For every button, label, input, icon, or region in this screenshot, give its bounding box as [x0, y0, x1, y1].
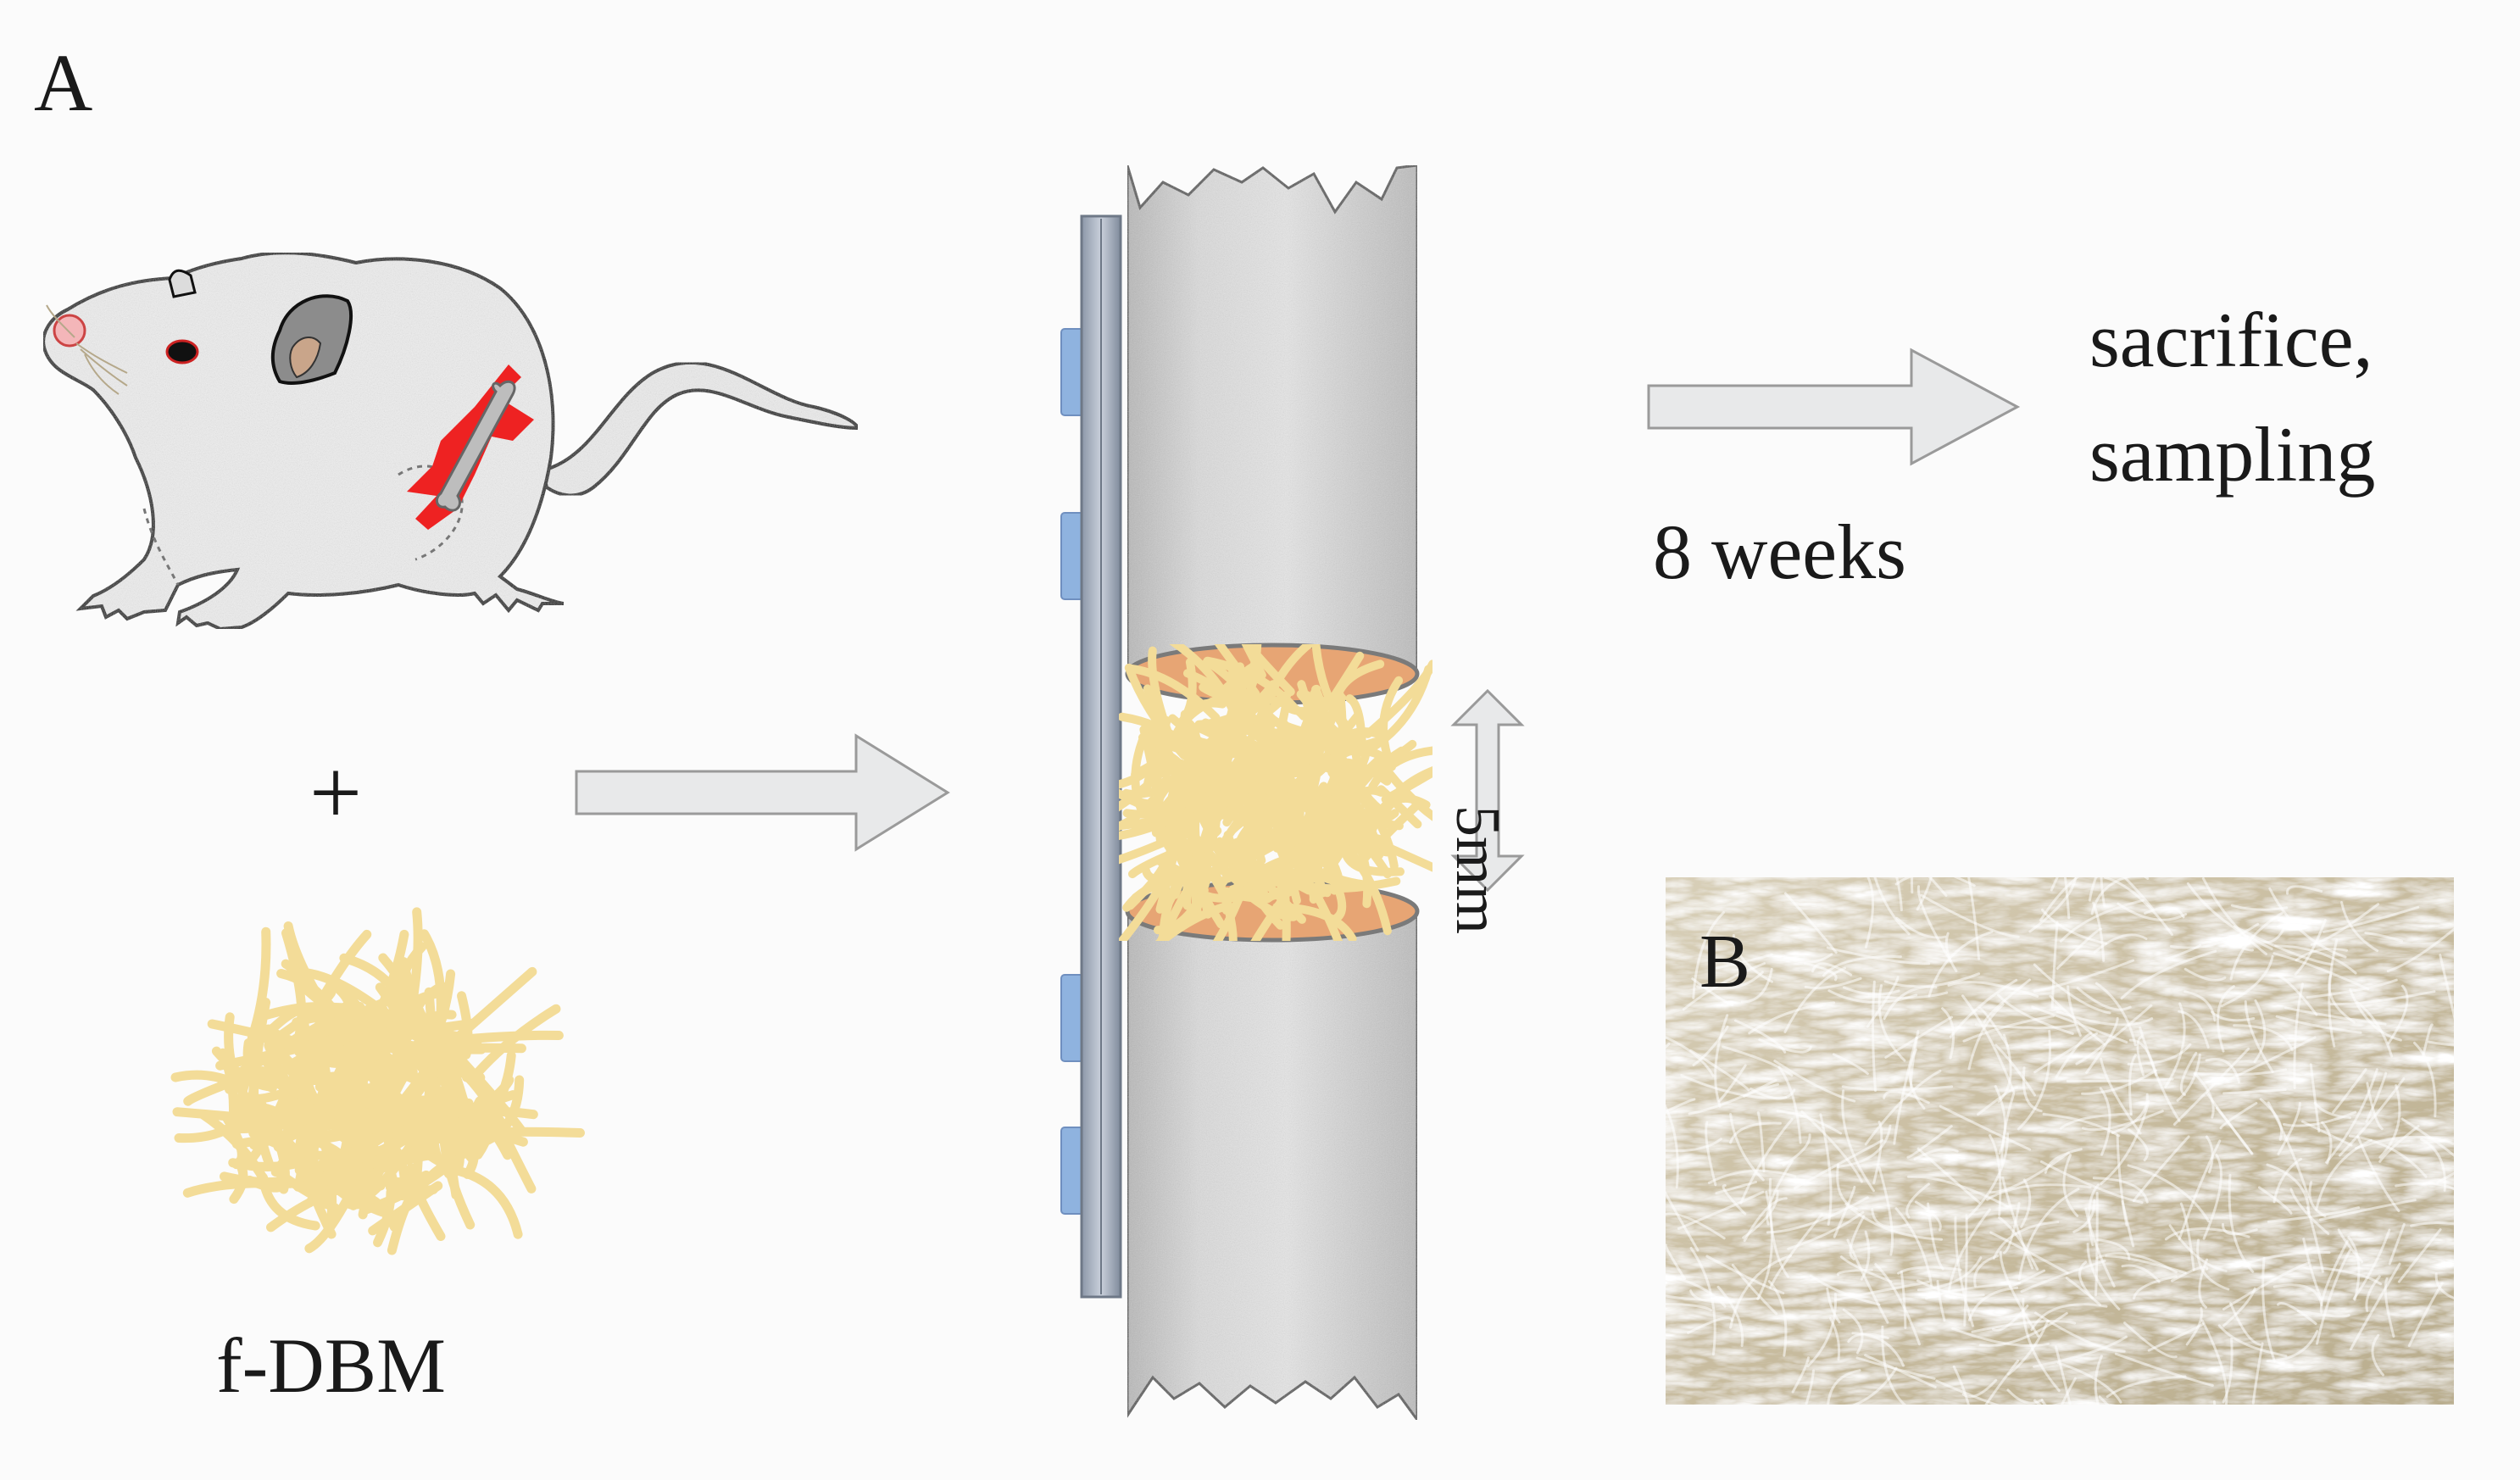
- scaffold-photo: [1666, 877, 2454, 1405]
- fiber-bundle-icon: [170, 907, 585, 1255]
- outcome-label-line1: sacrifice,: [2089, 297, 2373, 383]
- incision-mark: [407, 364, 534, 530]
- material-label: f-DBM: [216, 1322, 446, 1409]
- arrow-right-icon: [575, 733, 950, 852]
- double-arrow-icon: [1450, 688, 1525, 893]
- rat-icon: [42, 251, 860, 632]
- bone-icon: [435, 380, 516, 512]
- lower-bone-segment: [1125, 880, 1420, 1424]
- gap-size-label: 5mm: [1443, 805, 1512, 935]
- fixation-plate-icon: [1060, 214, 1122, 1299]
- panel-b-label: B: [1699, 920, 1751, 1004]
- panel-a-label: A: [34, 37, 93, 128]
- duration-label: 8 weeks: [1653, 509, 1906, 595]
- outcome-label-line2: sampling: [2089, 411, 2376, 498]
- arrow-right-icon: [1647, 348, 2021, 466]
- plus-sign: +: [309, 741, 363, 844]
- upper-bone-segment: [1125, 164, 1420, 705]
- fiber-bundle-icon: [1119, 644, 1432, 941]
